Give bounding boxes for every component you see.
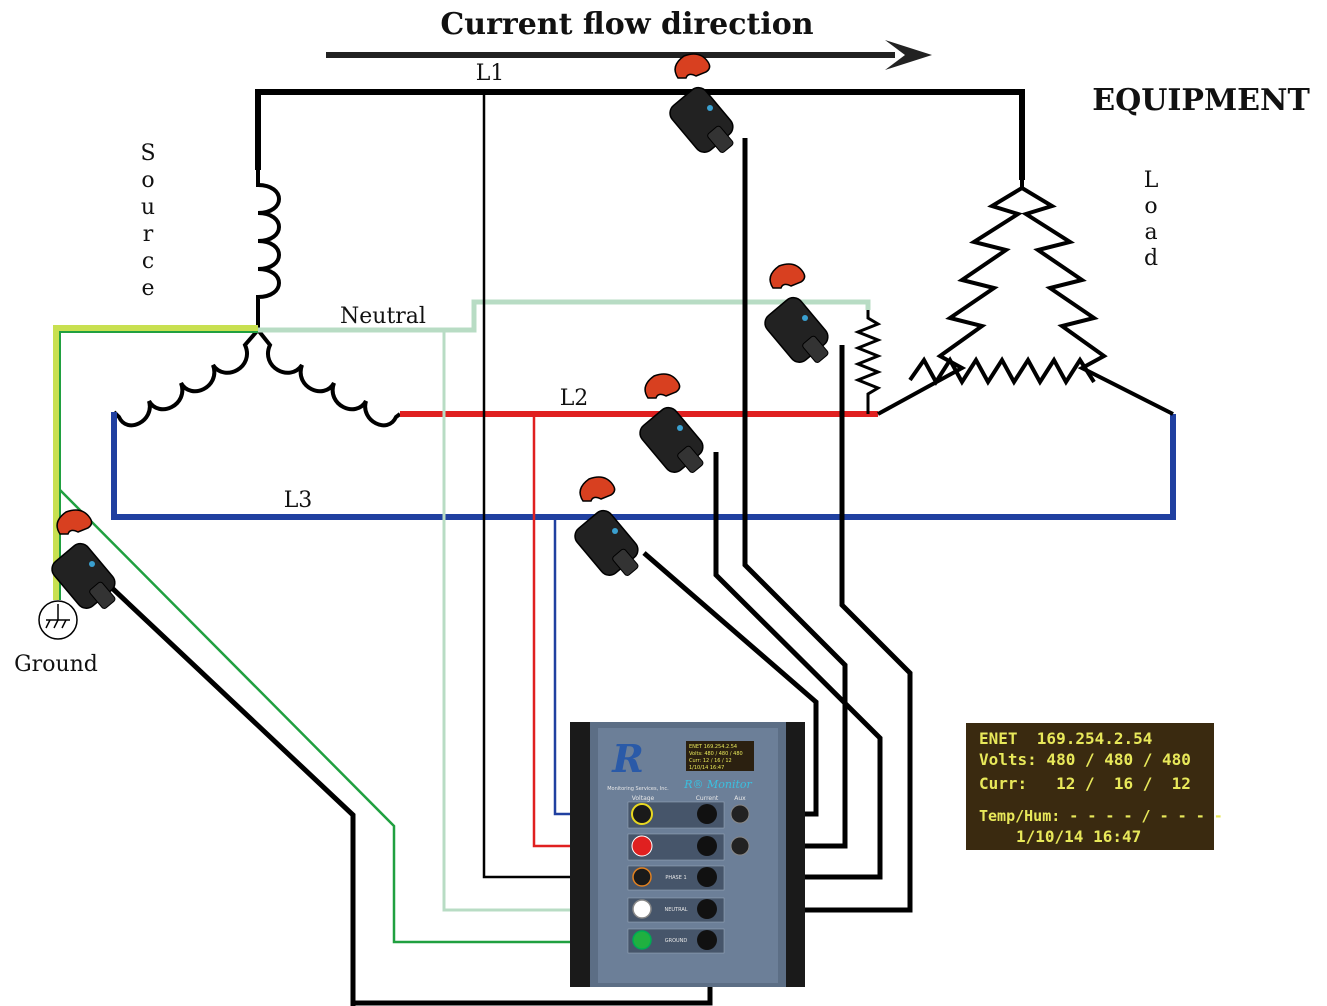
svg-text:Volts: 480 / 480 / 480: Volts: 480 / 480 / 480 <box>689 751 743 757</box>
svg-text:Curr: 12 / 16 / 12: Curr: 12 / 16 / 12 <box>689 758 732 764</box>
load-delta <box>877 180 1174 416</box>
current-terminal-5 <box>697 930 717 950</box>
display-line-4: Temp/Hum: - - - - / - - - - <box>979 807 1223 825</box>
ch-phase1-label: PHASE 1 <box>665 875 686 881</box>
display-line-1: ENET 169.254.2.54 <box>979 729 1152 748</box>
current-terminal-4 <box>697 899 717 919</box>
diagram-title: Current flow direction <box>440 7 813 42</box>
neutral-conductor <box>258 299 871 333</box>
voltage-terminal-phase2 <box>631 835 653 857</box>
svg-text:1/10/14 16:47: 1/10/14 16:47 <box>689 765 724 771</box>
display-line-2: Volts: 480 / 480 / 480 <box>979 750 1191 769</box>
col-aux-label: Aux <box>734 795 746 802</box>
l1-conductor <box>255 89 1025 180</box>
ct-clamp-l1 <box>665 53 738 158</box>
aux-terminal-2 <box>730 836 750 856</box>
source-windings <box>112 170 402 428</box>
aux-terminal-1 <box>730 804 750 824</box>
voltage-terminal-ground <box>632 930 652 950</box>
device-brand: Monitoring Services, Inc. <box>607 786 669 792</box>
col-current-label: Current <box>696 795 719 802</box>
l1-label: L1 <box>476 61 505 86</box>
ch-ground-label: GROUND <box>665 938 688 944</box>
current-direction-arrow <box>326 40 932 70</box>
device-product: R® Monitor <box>683 778 752 791</box>
neutral-resistor <box>853 310 883 414</box>
ground-bus <box>53 325 258 600</box>
display-line-5: 1/10/14 16:47 <box>1016 827 1141 846</box>
svg-text:ENET 169.254.2.54: ENET 169.254.2.54 <box>689 744 737 750</box>
col-voltage-label: Voltage <box>632 795 655 802</box>
current-terminal-3 <box>697 867 717 887</box>
l3-label: L3 <box>284 488 313 513</box>
ct-clamp-neutral <box>760 263 833 368</box>
current-terminal-2 <box>697 836 717 856</box>
ct-clamp-l2 <box>635 373 708 478</box>
ground-symbol <box>38 600 78 640</box>
ct-clamp-l3 <box>570 476 643 581</box>
l3-conductor <box>111 412 1176 520</box>
neutral-label: Neutral <box>340 304 426 329</box>
voltage-terminal-phase3 <box>631 803 653 825</box>
device-logo-icon: R <box>611 736 644 781</box>
meter-display: ENET 169.254.2.54 Volts: 480 / 480 / 480… <box>966 723 1223 850</box>
monitor-device: R Monitoring Services, Inc. ENET 169.254… <box>570 722 805 987</box>
ground-label: Ground <box>14 652 98 677</box>
voltage-terminal-phase1 <box>632 867 652 887</box>
ch-neutral-label: NEUTRAL <box>664 907 687 913</box>
equipment-label: EQUIPMENT <box>1092 83 1310 118</box>
l2-label: L2 <box>560 386 589 411</box>
current-terminal-1 <box>697 804 717 824</box>
voltage-terminal-neutral <box>632 899 652 919</box>
display-line-3: Curr: 12 / 16 / 12 <box>979 774 1191 793</box>
